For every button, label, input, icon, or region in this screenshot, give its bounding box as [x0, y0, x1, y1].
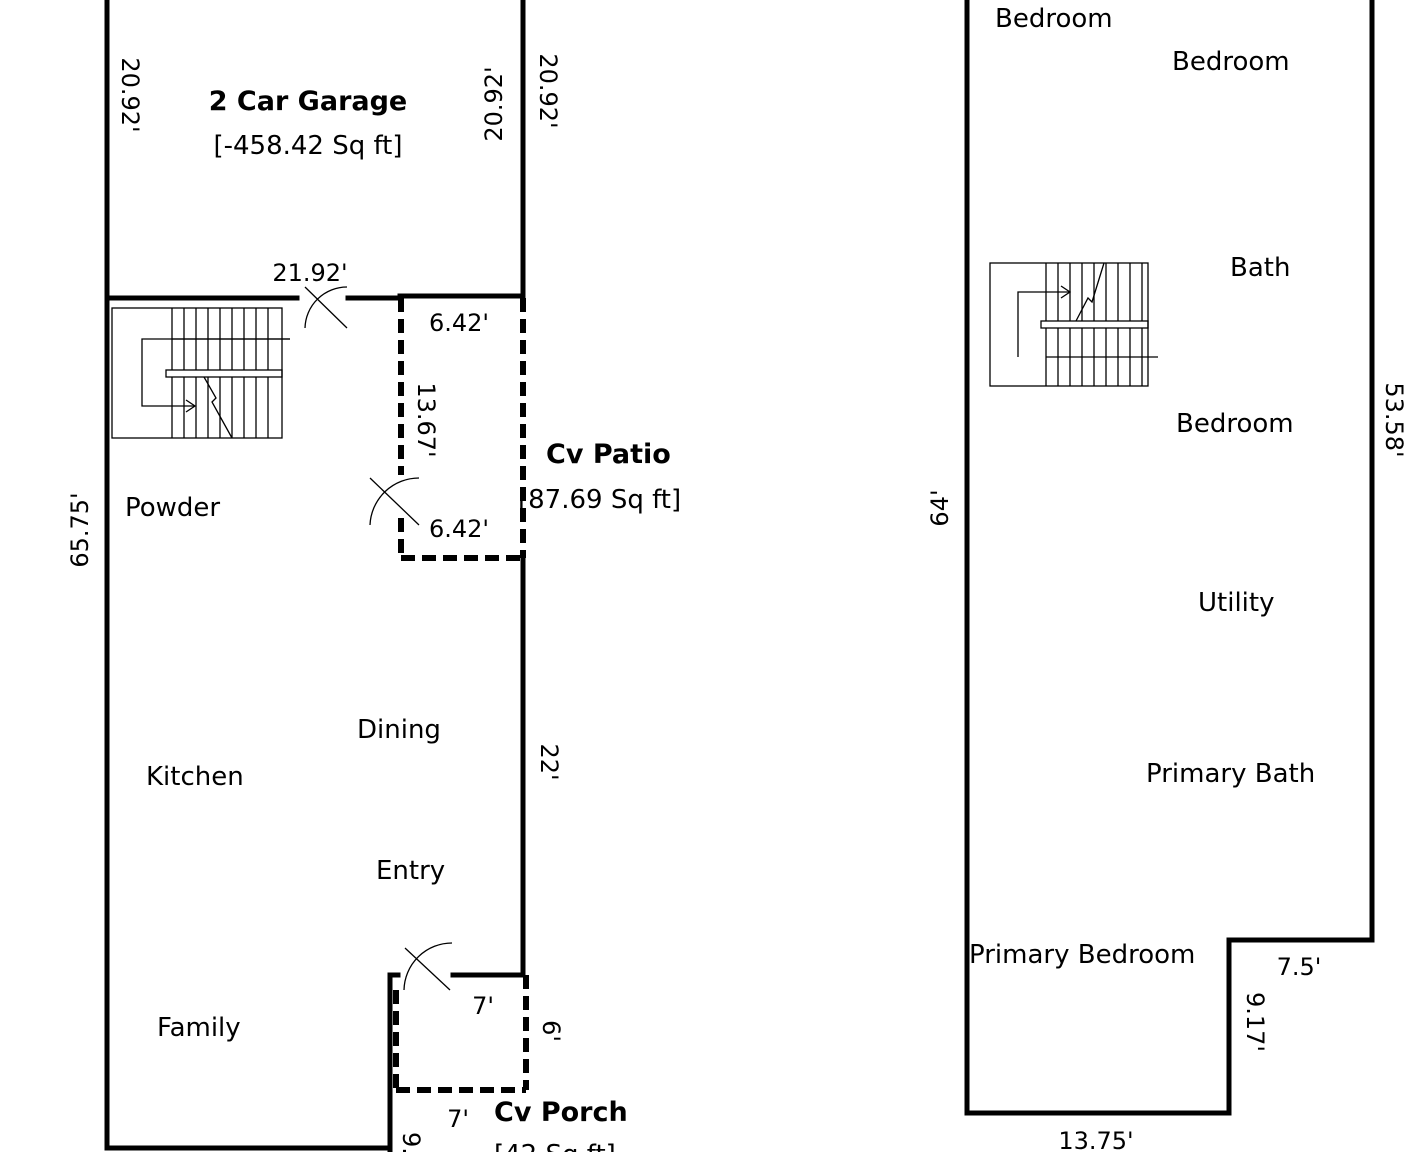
garage-area: [-458.42 Sq ft]	[213, 131, 402, 161]
dim-garage-left: 20.92'	[116, 57, 144, 132]
room-bedroom-1: Bedroom	[995, 4, 1113, 34]
garage-label: 2 Car Garage	[209, 86, 408, 117]
room-primary-bedroom: Primary Bedroom	[969, 940, 1195, 970]
dim-patio-side: 13.67'	[412, 382, 440, 457]
main-floor-walls	[104, 0, 526, 1152]
room-bedroom-3: Bedroom	[1176, 409, 1294, 439]
dim-garage-inner: 20.92'	[480, 66, 508, 141]
door-patio	[369, 477, 420, 526]
dim-upper-right: 53.58'	[1380, 382, 1408, 457]
dim-patio-bottom: 6.42'	[429, 515, 489, 543]
patio-label: Cv Patio	[546, 439, 671, 470]
main-floor-stairs	[111, 307, 290, 439]
room-dining: Dining	[357, 715, 441, 745]
dim-upper-bottom: 13.75'	[1058, 1127, 1133, 1152]
dim-porch-top: 7'	[472, 992, 494, 1020]
dim-upper-left: 64'	[926, 489, 954, 526]
room-kitchen: Kitchen	[146, 762, 244, 792]
upper-floor-walls	[964, 0, 1375, 1116]
dim-main-left: 65.75'	[66, 492, 94, 567]
dim-garage-width: 21.92'	[272, 259, 347, 287]
dim-porch-side: 6'	[537, 1020, 565, 1042]
dim-main-right: 22'	[535, 743, 563, 780]
covered-patio-outline	[398, 298, 526, 561]
dim-porch-left: 9.17'	[397, 1132, 425, 1152]
porch-area: [42 Sq ft]	[494, 1140, 616, 1152]
upper-floor-stairs	[989, 262, 1158, 387]
dim-upper-step-side: 9.17'	[1241, 992, 1269, 1052]
room-utility: Utility	[1198, 588, 1274, 618]
room-bedroom-2: Bedroom	[1172, 47, 1290, 77]
room-primary-bath: Primary Bath	[1146, 759, 1315, 789]
dim-patio-top: 6.42'	[429, 309, 489, 337]
porch-label: Cv Porch	[494, 1097, 628, 1128]
room-powder: Powder	[125, 493, 220, 523]
door-garage	[304, 286, 348, 329]
covered-porch-outline	[393, 975, 529, 1093]
room-bath: Bath	[1230, 253, 1290, 283]
dim-upper-step-top: 7.5'	[1277, 953, 1322, 981]
dim-garage-right: 20.92'	[534, 53, 562, 128]
dim-porch-bottom: 7'	[447, 1105, 469, 1133]
room-entry: Entry	[376, 856, 445, 886]
room-family: Family	[157, 1013, 241, 1043]
patio-area: [87.69 Sq ft]	[518, 485, 681, 515]
door-entry	[403, 942, 453, 991]
